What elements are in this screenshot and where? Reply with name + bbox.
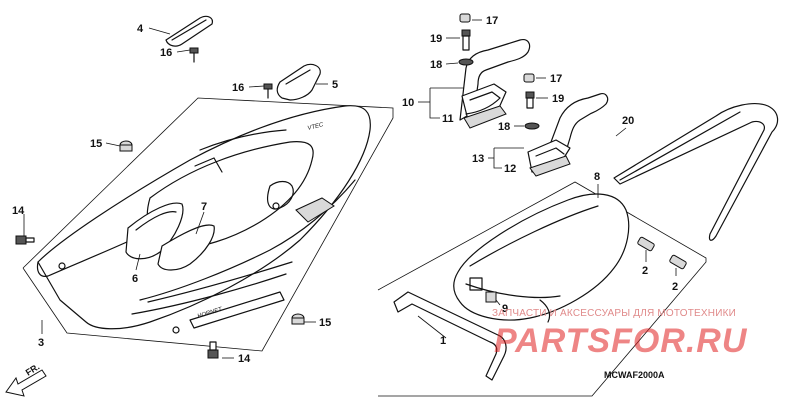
callout-14-left: 14 — [12, 205, 25, 217]
callout-18-right: 18 — [498, 121, 510, 133]
left-assembly-frame — [22, 97, 394, 352]
callout-19-left: 19 — [430, 33, 442, 45]
front-arrow: FR. — [5, 362, 47, 397]
bolt-14-left — [15, 235, 35, 245]
callout-16-right: 16 — [232, 82, 244, 94]
grommet-15-bottom — [291, 313, 305, 325]
cover-5 — [276, 63, 321, 101]
grommet-15-top — [119, 140, 133, 152]
seat-hook-9 — [469, 277, 497, 303]
callout-18-left: 18 — [430, 59, 442, 71]
callout-3: 3 — [38, 337, 44, 349]
callout-15-top: 15 — [90, 138, 102, 150]
seat-assembly-frame — [377, 181, 707, 397]
leader-lines — [23, 19, 677, 359]
callout-11: 11 — [442, 113, 454, 125]
callout-2-b: 2 — [672, 281, 678, 293]
callout-10: 10 — [402, 97, 414, 109]
cap-17-left — [459, 13, 471, 23]
pillion-cover-4 — [165, 15, 213, 47]
callout-1: 1 — [440, 335, 446, 347]
callout-8: 8 — [594, 171, 600, 183]
cap-17-right — [523, 73, 535, 83]
bolt-19-left — [461, 29, 471, 51]
callout-12: 12 — [504, 163, 516, 175]
callout-16-left: 16 — [160, 47, 172, 59]
bolt-19-right — [525, 91, 535, 109]
diagram-code: MCWAF2000A — [604, 370, 665, 380]
callout-9: 9 — [502, 303, 508, 315]
watermark-text: ЗАПЧАСТИ И АКСЕССУАРЫ ДЛЯ МОТОТЕХНИКИ — [492, 308, 736, 319]
bolt-14-bottom — [207, 341, 219, 359]
callout-14-bottom: 14 — [238, 353, 251, 365]
callout-19-right: 19 — [552, 93, 564, 105]
seat-trim-20 — [613, 103, 779, 241]
vtec-badge: VTEC — [307, 122, 325, 132]
rear-cowl: HORNET VTEC — [36, 105, 371, 334]
callout-17-left: 17 — [486, 15, 498, 27]
rubber-11 — [463, 105, 507, 129]
callout-5: 5 — [332, 79, 338, 91]
callout-labels: 4 16 16 5 15 14 6 7 3 15 14 17 19 18 10 … — [12, 15, 678, 365]
side-cover-6 — [125, 202, 184, 260]
callout-17-right: 17 — [550, 73, 562, 85]
screw-16-left — [189, 47, 199, 63]
cushion-2-b — [669, 254, 687, 270]
callout-15-bottom: 15 — [319, 317, 331, 329]
callout-13: 13 — [472, 153, 484, 165]
callout-20: 20 — [622, 115, 634, 127]
side-cover-7 — [157, 224, 215, 271]
seat-bracket-1 — [393, 291, 507, 381]
callout-2-a: 2 — [642, 265, 648, 277]
seat-8 — [453, 193, 630, 323]
callout-7: 7 — [201, 201, 207, 213]
washer-18-left — [458, 58, 474, 66]
cushion-2-a — [637, 236, 655, 252]
cowl-decal-text: HORNET — [197, 306, 224, 320]
rubber-12 — [529, 155, 571, 177]
washer-18-right — [524, 122, 540, 130]
callout-6: 6 — [132, 273, 138, 285]
callout-4: 4 — [137, 23, 144, 35]
watermark-logo: PARTSFOR.RU — [494, 322, 748, 360]
screw-16-right — [263, 83, 273, 99]
